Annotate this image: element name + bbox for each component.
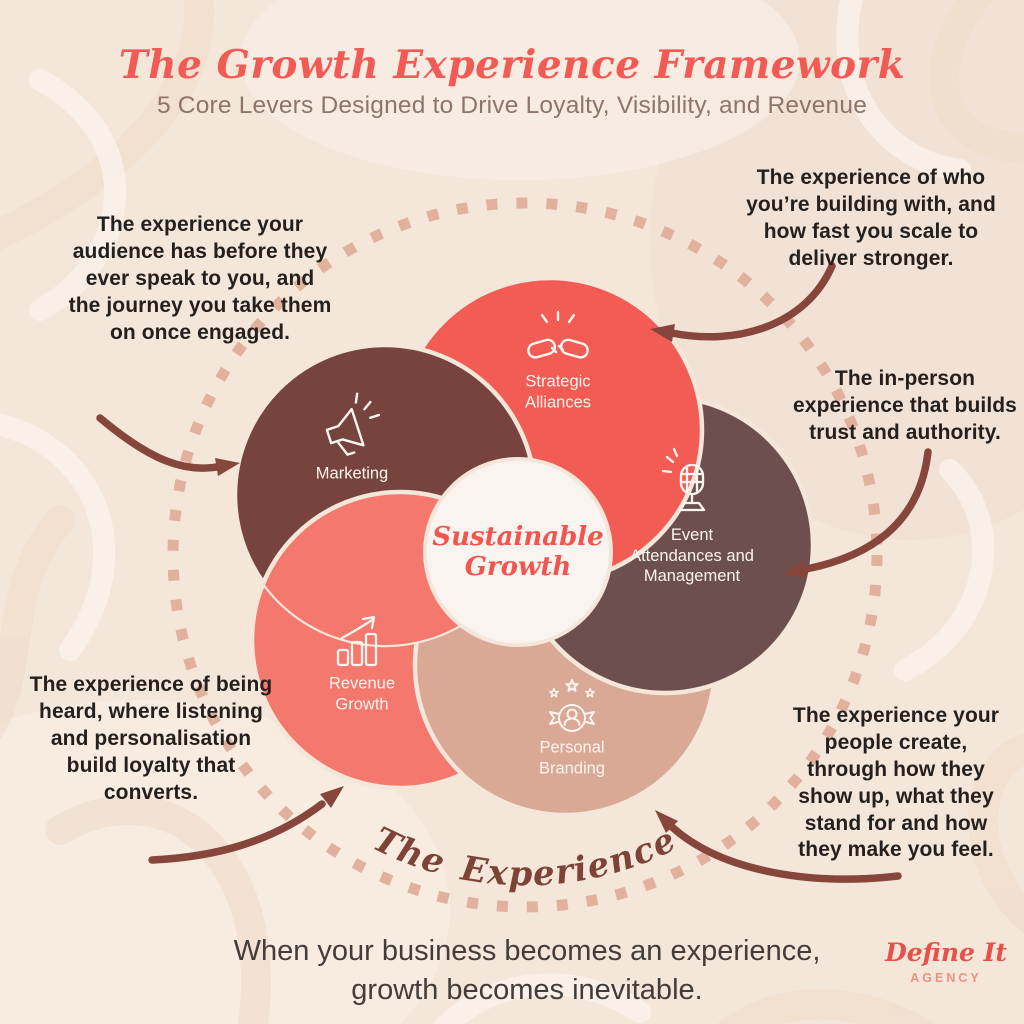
handshake-icon: [527, 310, 589, 359]
center-circle: [423, 457, 613, 647]
brand-logo: Define It AGENCY: [876, 938, 1016, 985]
arrow-to-strategic-alliances: [650, 262, 836, 342]
person-stars-icon: [548, 679, 596, 732]
annotation-revenue-growth: The experience of being heard, where lis…: [29, 673, 273, 804]
microphone-icon: [661, 447, 706, 512]
lever-label-event-attendances: Event Attendances and Management: [630, 526, 754, 586]
arrow-to-marketing: [96, 414, 240, 476]
page-title: The Growth Experience Framework: [118, 42, 906, 88]
experience-ring-label: The Experience: [367, 819, 683, 894]
lever-label-personal-branding: Personal Branding: [538, 738, 606, 777]
page-subtitle: 5 Core Levers Designed to Drive Loyalty,…: [156, 92, 868, 119]
lever-label-strategic-alliances: Strategic Alliances: [524, 372, 592, 411]
annotation-personal-branding: The experience your people create, throu…: [792, 704, 1000, 862]
megaphone-icon: [325, 392, 381, 456]
annotation-marketing: The experience your audience has before …: [68, 213, 332, 344]
annotation-strategic-alliances: The experience of who you’re building wi…: [746, 166, 996, 270]
lever-label-revenue-growth: Revenue Growth: [328, 674, 396, 713]
arrow-to-revenue-growth: [148, 786, 344, 864]
tagline: When your business becomes an experience…: [233, 935, 821, 1006]
brand-name: Define It: [885, 938, 1007, 967]
lever-label-marketing: Marketing: [315, 464, 389, 483]
arrow-to-event-attendances: [782, 448, 932, 578]
center-label: Sustainable Growth: [432, 522, 604, 582]
annotation-event-attendances: The in-person experience that builds tru…: [793, 367, 1017, 444]
bar-chart-icon: [336, 615, 378, 667]
arrow-to-personal-branding: [655, 810, 902, 883]
dotted-ring: [167, 197, 883, 913]
brand-descriptor: AGENCY: [910, 971, 982, 985]
